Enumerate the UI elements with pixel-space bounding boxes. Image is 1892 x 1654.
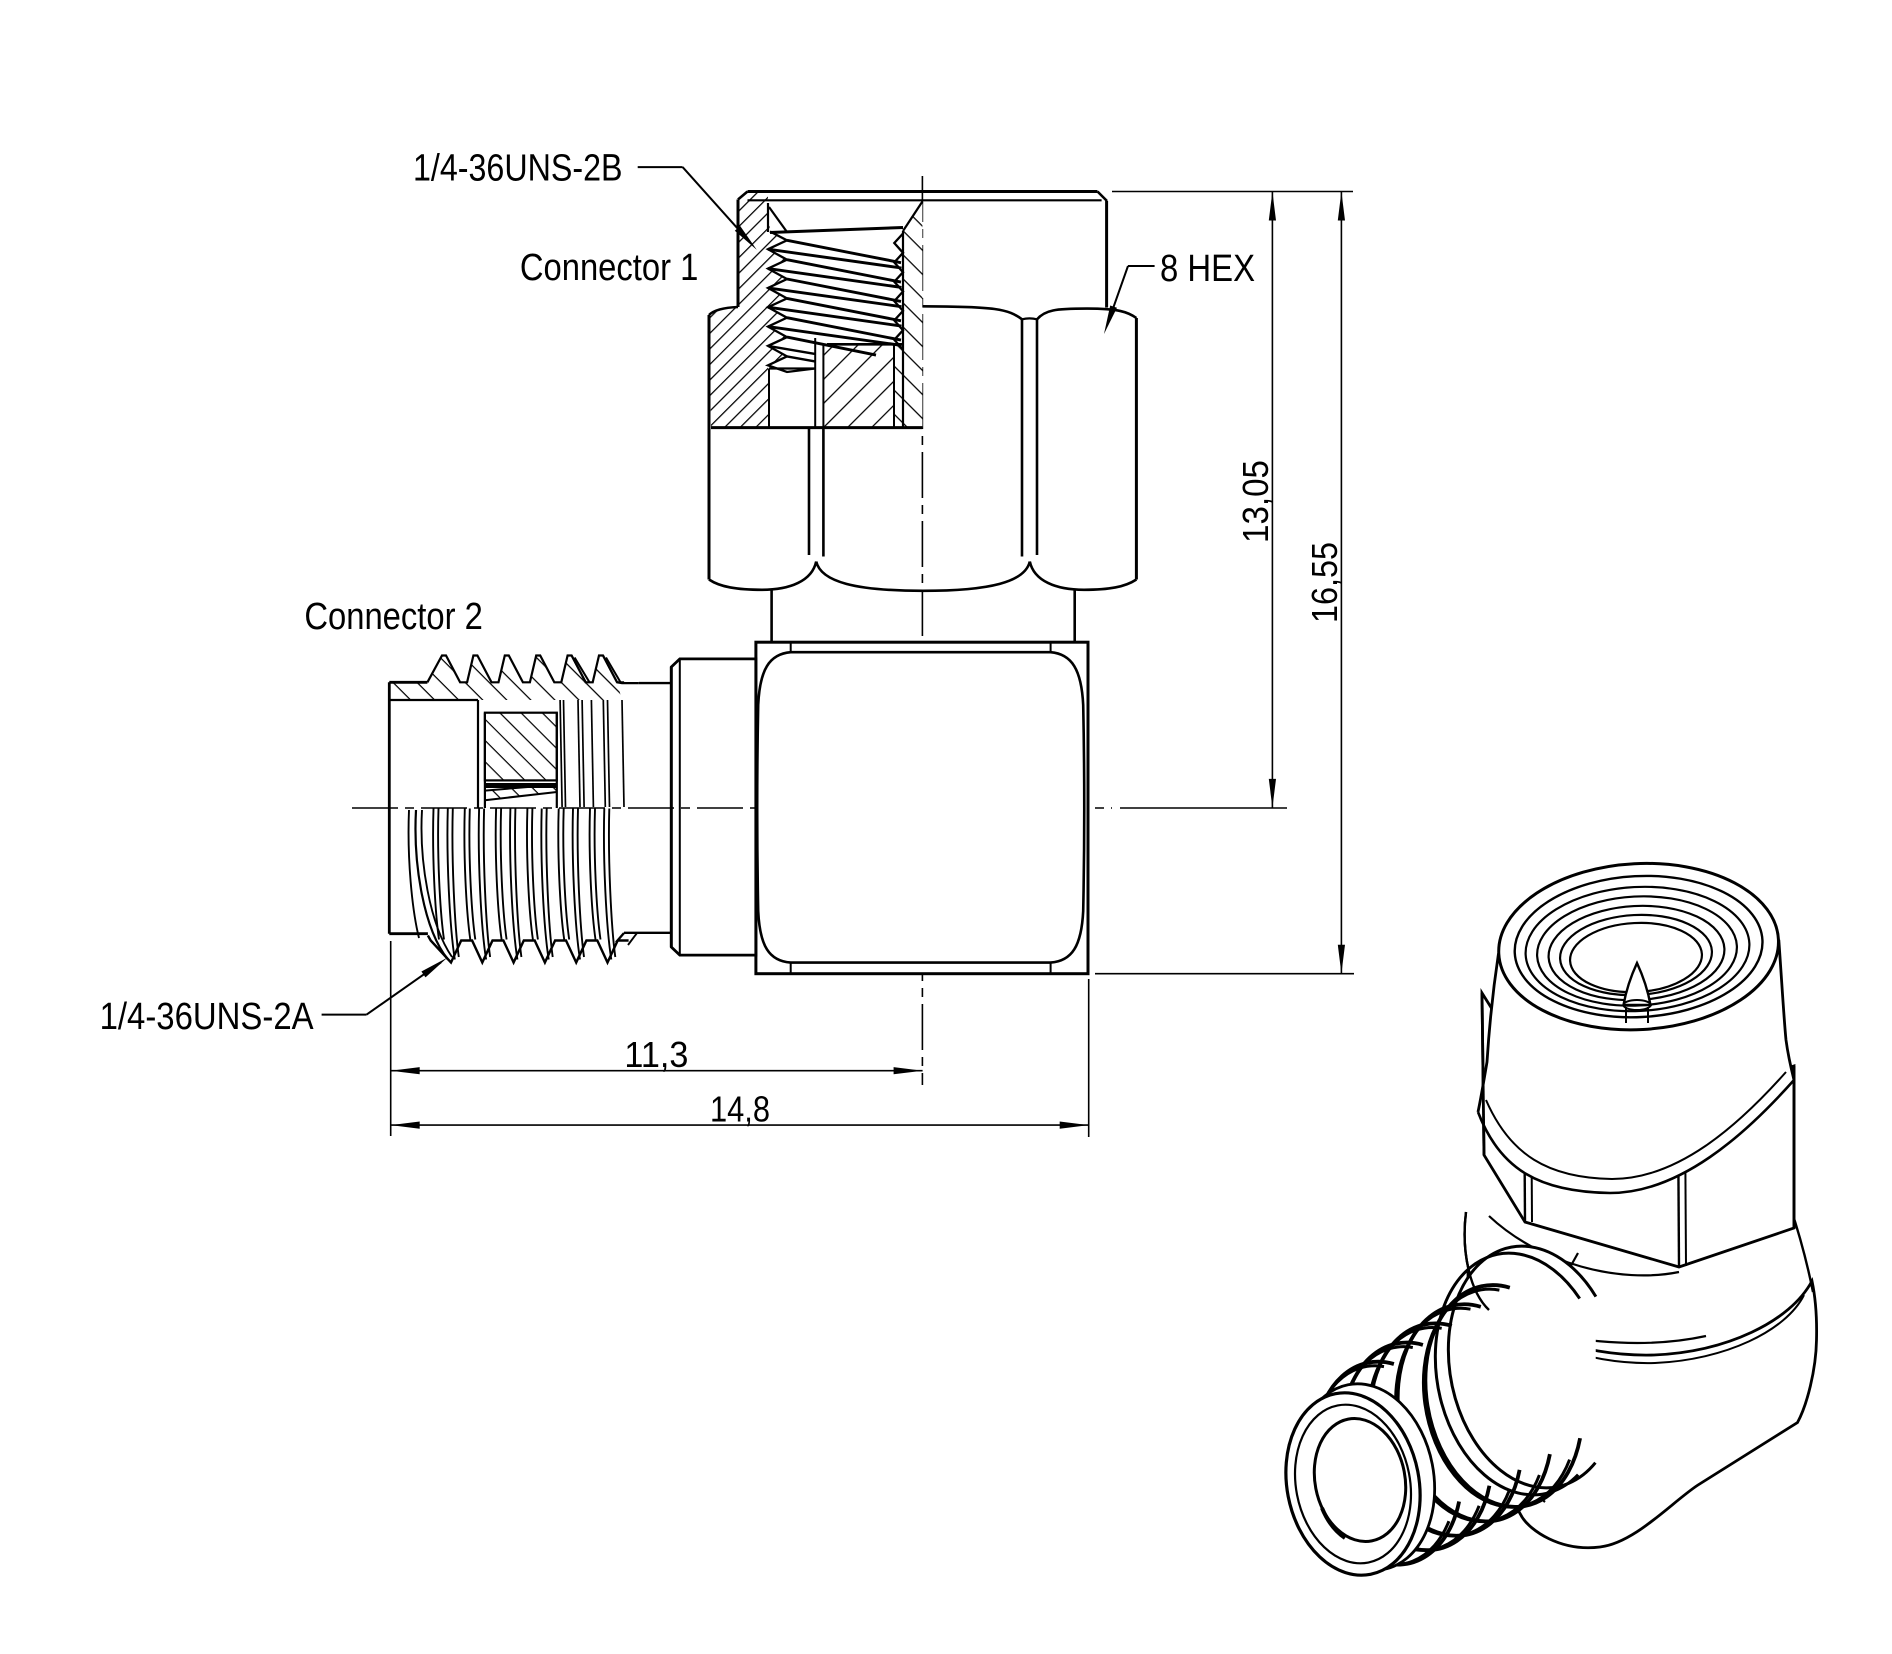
svg-text:14,8: 14,8 <box>710 1089 770 1130</box>
svg-text:Connector 1: Connector 1 <box>520 246 698 288</box>
svg-text:1/4-36UNS-2B: 1/4-36UNS-2B <box>413 147 623 189</box>
svg-text:13,05: 13,05 <box>1235 460 1276 543</box>
svg-text:8 HEX: 8 HEX <box>1160 247 1255 289</box>
svg-text:11,3: 11,3 <box>624 1034 688 1075</box>
svg-text:1/4-36UNS-2A: 1/4-36UNS-2A <box>100 995 315 1037</box>
svg-text:Connector 2: Connector 2 <box>304 595 482 637</box>
svg-text:16,55: 16,55 <box>1304 542 1345 623</box>
